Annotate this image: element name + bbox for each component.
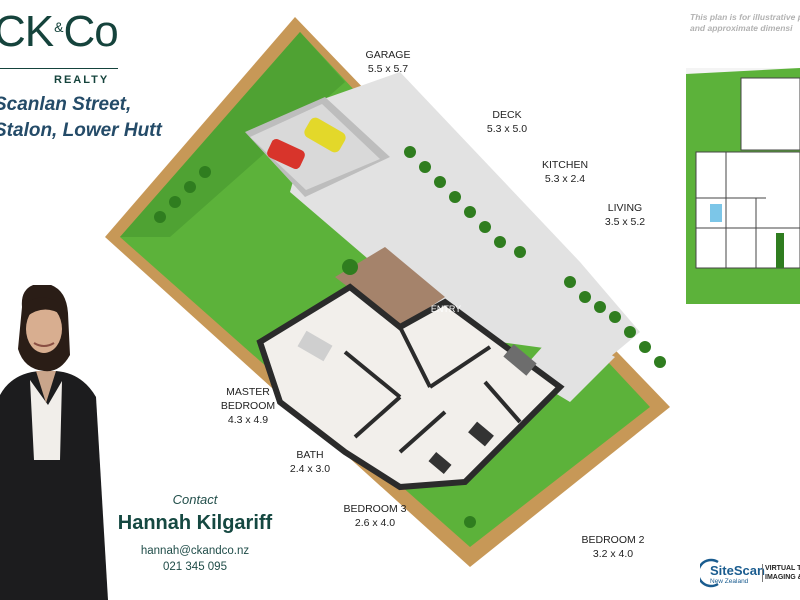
brand-amp: & [54, 19, 63, 35]
label-master-bedroom: MASTER BEDROOM 4.3 x 4.9 [220, 386, 276, 426]
brand-sub: REALTY [54, 74, 110, 86]
brand-underline [0, 68, 118, 69]
brand-co: Co [63, 7, 118, 56]
agent-name: Hannah Kilgariff [117, 512, 273, 534]
address-line-2: Stalon, Lower Hutt [0, 120, 162, 141]
agent-phone[interactable]: 021 345 095 [163, 561, 227, 573]
label-bedroom-2: BEDROOM 2 3.2 x 4.0 [581, 534, 645, 560]
label-deck: DECK 5.3 x 5.0 [486, 109, 528, 135]
agent-email[interactable]: hannah@ckandco.nz [140, 545, 250, 557]
disclaimer: This plan is for illustrative p and appr… [690, 12, 800, 33]
label-bath: BATH 2.4 x 3.0 [289, 449, 331, 475]
brand-logo: CK&Co REALTY [0, 7, 124, 86]
label-garage: GARAGE 5.5 x 5.7 [365, 49, 411, 75]
brand-main: CK [0, 7, 54, 56]
label-living: LIVING 3.5 x 5.2 [604, 202, 646, 228]
address-line-1: Scanlan Street, [0, 94, 132, 115]
sitescan-icon [700, 558, 719, 588]
label-kitchen: KITCHEN 5.3 x 2.4 [541, 159, 589, 185]
agent-photo [0, 285, 108, 600]
contact-label: Contact [172, 492, 218, 507]
label-bedroom-3: BEDROOM 3 2.6 x 4.0 [343, 503, 407, 529]
mini-site-plan [686, 68, 800, 304]
label-entry: ENTRY [430, 304, 462, 314]
site-plan [105, 17, 670, 567]
property-address: Scanlan Street, Stalon, Lower Hutt [0, 92, 194, 144]
sitescan-logo: SiteScan New Zealand VIRTUAL TO IMAGING … [700, 556, 800, 592]
